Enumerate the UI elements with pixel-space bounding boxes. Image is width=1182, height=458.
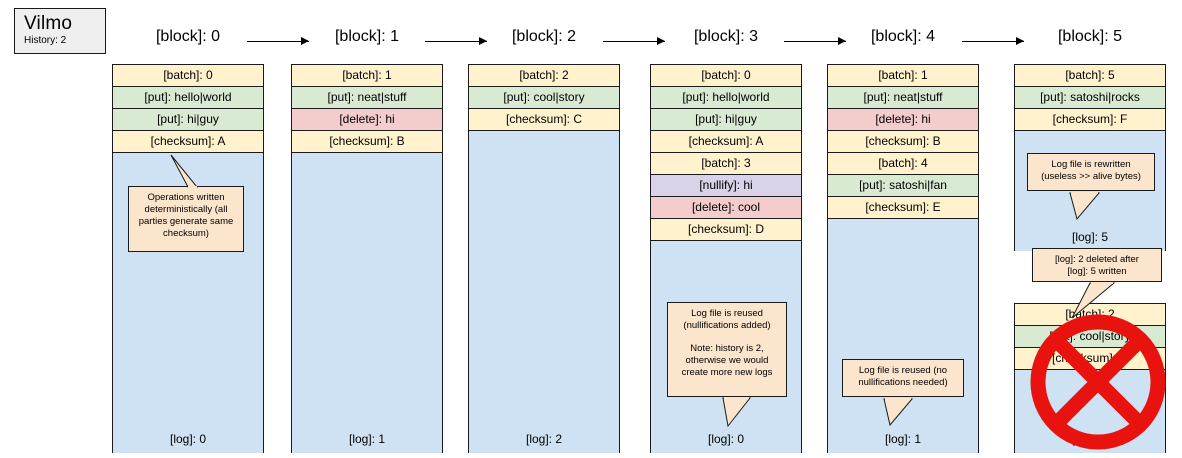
- block-column-3: [batch]: 0 [put]: hello|world [put]: hi|…: [650, 64, 802, 453]
- block-header-1: [block]: 1: [334, 28, 400, 45]
- entry-row: [delete]: cool: [651, 197, 801, 219]
- entry-row: [batch]: 4: [828, 153, 978, 175]
- log-area-0: Operations written deterministically (al…: [113, 153, 263, 453]
- entry-row: [checksum]: E: [828, 197, 978, 219]
- arrow-block-0-to-1: [247, 37, 309, 46]
- entry-row: [put]: hi|guy: [651, 109, 801, 131]
- entry-row: [put]: hello|world: [113, 87, 263, 109]
- log-panel-0: [batch]: 0 [put]: hello|world [put]: hi|…: [112, 64, 264, 453]
- callout-text-line: Note: history is 2,: [690, 343, 764, 354]
- callout-text-line: Log file is reused (no: [858, 365, 948, 376]
- callout-text-line: [log]: 5 written: [1067, 266, 1127, 277]
- log-label-5: [log]: 5: [1071, 230, 1109, 244]
- entry-row: [put]: satoshi|fan: [828, 175, 978, 197]
- entry-list-0: [batch]: 0 [put]: hello|world [put]: hi|…: [113, 65, 263, 153]
- block-column-5: [batch]: 5 [put]: satoshi|rocks [checksu…: [1014, 64, 1166, 453]
- log-panel-5: [batch]: 5 [put]: satoshi|rocks [checksu…: [1014, 64, 1166, 251]
- entry-row: [put]: hello|world: [651, 87, 801, 109]
- entry-row: [put]: neat|stuff: [828, 87, 978, 109]
- callout-log2-deleted: [log]: 2 deleted after [log]: 5 written: [1032, 248, 1162, 319]
- entry-list-1: [batch]: 1 [put]: neat|stuff [delete]: h…: [292, 65, 442, 153]
- entry-list-5: [batch]: 5 [put]: satoshi|rocks [checksu…: [1015, 65, 1165, 131]
- entry-row: [put]: satoshi|rocks: [1015, 87, 1165, 109]
- log-panel-4: [batch]: 1 [put]: neat|stuff [delete]: h…: [827, 64, 979, 453]
- entry-list-4: [batch]: 1 [put]: neat|stuff [delete]: h…: [828, 65, 978, 219]
- callout-text-line: (useless >> alive bytes): [1041, 171, 1141, 182]
- callout-text-line: otherwise we would: [685, 355, 769, 366]
- callout-text-line: Log file is reused: [691, 308, 763, 319]
- block-header-5: [block]: 5: [1057, 28, 1123, 45]
- entry-row: [delete]: hi: [292, 109, 442, 131]
- log-panel-2: [batch]: 2 [put]: cool|story [checksum]:…: [468, 64, 620, 453]
- log-area-1: [log]: 1: [292, 153, 442, 453]
- entry-row: [put]: neat|stuff: [292, 87, 442, 109]
- callout-text-line: (nullifications added): [683, 320, 771, 331]
- arrow-block-2-to-3: [603, 37, 665, 46]
- deleted-log-wrapper: [log]: 2 deleted after [log]: 5 written …: [1014, 248, 1166, 453]
- arrow-block-1-to-2: [425, 37, 487, 46]
- block-column-2: [batch]: 2 [put]: cool|story [checksum]:…: [468, 64, 620, 453]
- block-column-0: [batch]: 0 [put]: hello|world [put]: hi|…: [112, 64, 264, 453]
- block-header-4: [block]: 4: [870, 28, 936, 45]
- callout-text-line: [log]: 2 deleted after: [1055, 254, 1139, 265]
- callout-deterministic: Operations written deterministically (al…: [128, 154, 244, 252]
- callout-log-reused-no-nullifications: Log file is reused (no nullifications ne…: [842, 359, 964, 427]
- block-header-2: [block]: 2: [511, 28, 577, 45]
- block-column-4: [batch]: 1 [put]: neat|stuff [delete]: h…: [827, 64, 979, 453]
- entry-row: [checksum]: C: [469, 109, 619, 131]
- arrow-block-3-to-4: [784, 37, 846, 46]
- entry-list-2: [batch]: 2 [put]: cool|story [checksum]:…: [469, 65, 619, 131]
- entry-row: [batch]: 5: [1015, 65, 1165, 87]
- log-label-4: [log]: 1: [884, 432, 922, 446]
- log-panel-3: [batch]: 0 [put]: hello|world [put]: hi|…: [650, 64, 802, 453]
- entry-row: [batch]: 3: [651, 153, 801, 175]
- entry-row: [batch]: 1: [828, 65, 978, 87]
- entry-row: [checksum]: B: [828, 131, 978, 153]
- entry-row: [batch]: 0: [113, 65, 263, 87]
- entry-row: [nullify]: hi: [651, 175, 801, 197]
- entry-list-3: [batch]: 0 [put]: hello|world [put]: hi|…: [651, 65, 801, 241]
- callout-text-line: Log file is rewritten: [1051, 159, 1131, 170]
- callout-text: Operations written deterministically (al…: [138, 192, 234, 239]
- log-label-3: [log]: 0: [707, 432, 745, 446]
- log-area-deleted-2: [log]: 2: [1015, 370, 1165, 453]
- block-header-3: [block]: 3: [693, 28, 759, 45]
- log-area-4: Log file is reused (no nullifications ne…: [828, 219, 978, 453]
- callout-text-line: create more new logs: [681, 367, 773, 378]
- entry-row: [put]: hi|guy: [113, 109, 263, 131]
- callout-log-rewritten: Log file is rewritten (useless >> alive …: [1027, 153, 1155, 221]
- app-title: Vilmo: [24, 13, 73, 34]
- log-label-deleted-2: [log]: 2: [1071, 432, 1109, 446]
- entry-row: [batch]: 1: [292, 65, 442, 87]
- block-header-0: [block]: 0: [155, 28, 221, 45]
- entry-row: [put]: cool|story: [469, 87, 619, 109]
- entry-row: [batch]: 2: [469, 65, 619, 87]
- callout-text-line: nullifications needed): [858, 377, 948, 388]
- entry-row: [checksum]: F: [1015, 109, 1165, 131]
- entry-row: [checksum]: A: [113, 131, 263, 153]
- app-title-box: Vilmo History: 2: [14, 8, 106, 54]
- app-subtitle-history: History: 2: [24, 35, 67, 46]
- log-label-1: [log]: 1: [348, 432, 386, 446]
- log-panel-1: [batch]: 1 [put]: neat|stuff [delete]: h…: [291, 64, 443, 453]
- log-area-5: Log file is rewritten (useless >> alive …: [1015, 131, 1165, 251]
- entry-row: [checksum]: B: [292, 131, 442, 153]
- entry-row: [delete]: hi: [828, 109, 978, 131]
- log-area-3: Log file is reused (nullifications added…: [651, 241, 801, 453]
- callout-log-reused-nullifications: Log file is reused (nullifications added…: [667, 302, 787, 428]
- entry-row: [checksum]: A: [651, 131, 801, 153]
- log-area-2: [log]: 2: [469, 131, 619, 453]
- entry-row: [checksum]: D: [651, 219, 801, 241]
- entry-row: [batch]: 0: [651, 65, 801, 87]
- log-label-2: [log]: 2: [525, 432, 563, 446]
- block-column-1: [batch]: 1 [put]: neat|stuff [delete]: h…: [291, 64, 443, 453]
- log-label-0: [log]: 0: [169, 432, 207, 446]
- arrow-block-4-to-5: [962, 37, 1024, 46]
